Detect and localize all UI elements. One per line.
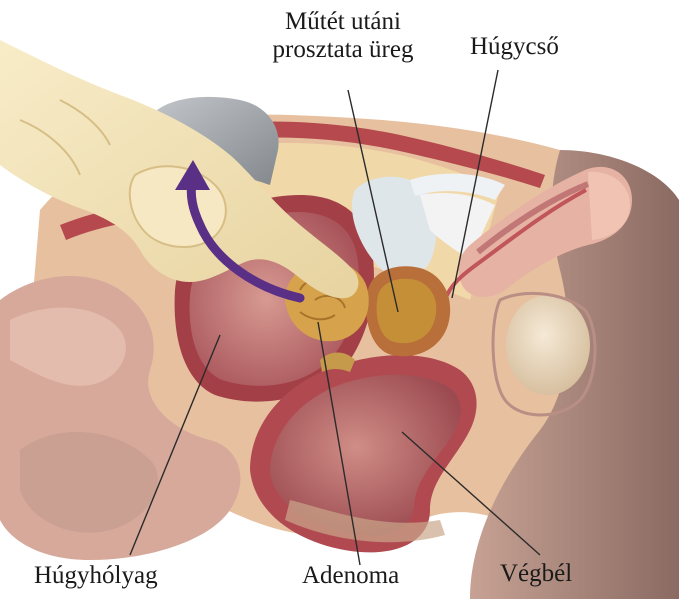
label-rectum: Végbél [500,560,572,588]
label-cavity-line1: Műtét utáni [248,8,438,36]
label-adenoma: Adenoma [302,562,399,590]
label-cavity-line2: prosztata üreg [248,36,438,64]
label-urethra: Húgycső [470,33,559,61]
label-bladder: Húgyhólyag [34,562,158,590]
label-cavity: Műtét utáni prosztata üreg [248,8,438,64]
